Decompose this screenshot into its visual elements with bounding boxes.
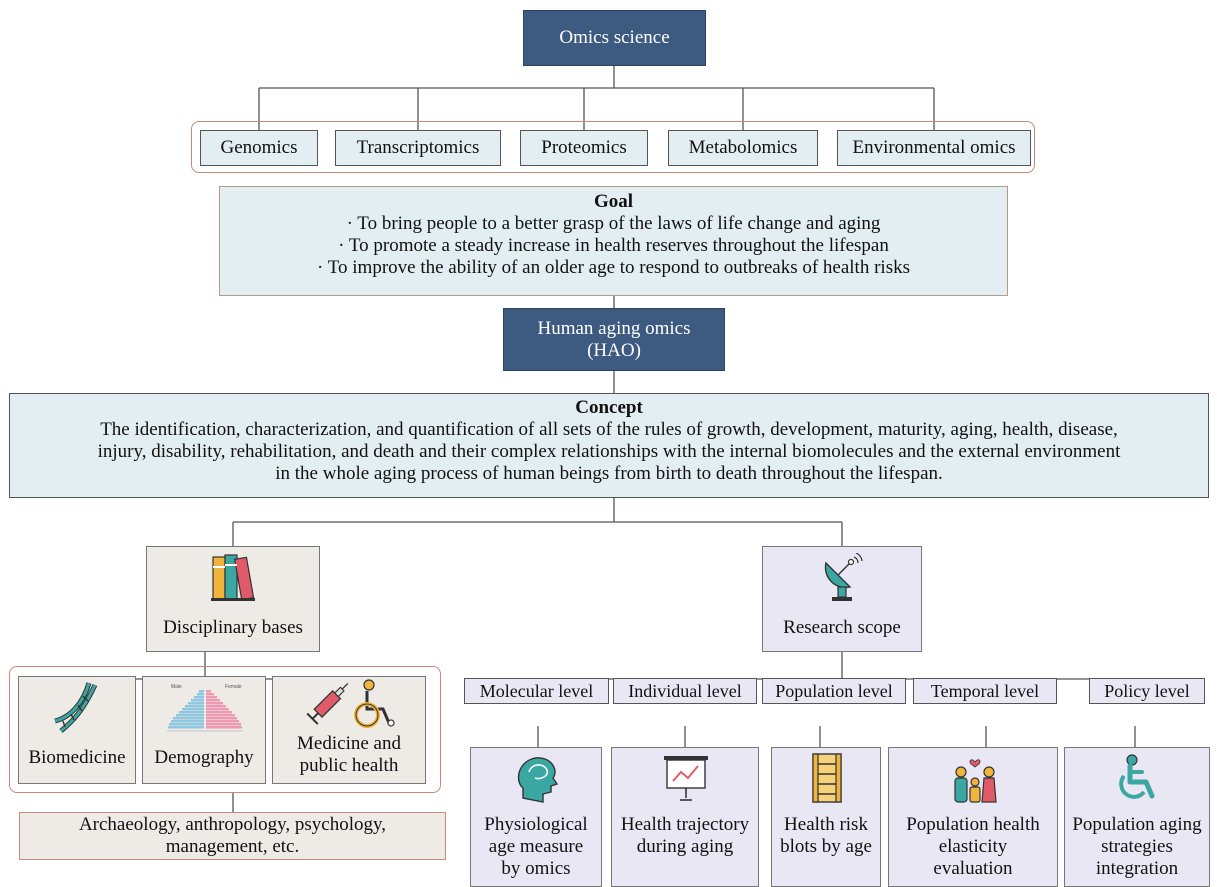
level-population-label: Population level [775,680,893,701]
medicine-public-health-line2: public health [299,755,399,776]
goal-item: · To improve the ability of an older age… [317,257,910,278]
biomedicine-card: Biomedicine [18,676,136,784]
medicine-public-health-label: Medicine and public health [273,733,425,777]
omics-proteomics: Proteomics [520,130,648,166]
pyramid-male-label: Male [171,684,182,690]
demography-card: Male Female Demography [142,676,266,784]
trend-board-icon [664,756,708,801]
head-profile-icon [517,757,559,803]
card-policy-line: Population aging [1072,814,1202,835]
card-individual-line: during aging [636,836,734,857]
omics-transcriptomics-label: Transcriptomics [356,137,480,158]
books-icon [211,554,255,601]
omics-metabolomics-label: Metabolomics [688,137,798,158]
card-temporal-line: elasticity [938,836,1008,857]
medicine-public-health-card: Medicine and public health [272,676,426,784]
other-disciplines-line2: management, etc. [165,836,300,857]
disciplinary-bases-node: Disciplinary bases [146,546,320,652]
card-policy-text: Population aging strategies integration [1065,814,1209,880]
omics-environmental-label: Environmental omics [852,137,1016,158]
card-policy: Population aging strategies integration [1064,747,1210,887]
wheelchair-icon [1119,754,1155,799]
population-pyramid-icon: Male Female [167,684,243,732]
concept-title: Concept [575,397,643,418]
other-disciplines-box: Archaeology, anthropology, psychology, m… [19,812,446,860]
level-individual: Individual level [613,678,757,704]
card-population-text: Health risk blots by age [772,814,880,858]
card-temporal-line: Population health [906,814,1040,835]
card-molecular-line: by omics [501,858,571,879]
card-individual-line: Health trajectory [620,814,750,835]
concept-line: in the whole aging process of human bein… [275,463,943,484]
disciplinary-children-frame [9,666,441,793]
hao-label-line2: (HAO) [587,339,641,361]
dna-icon [54,682,98,733]
card-temporal: Population health elasticity evaluation [888,747,1058,887]
hao-label-line1: Human aging omics [537,317,691,339]
omics-proteomics-label: Proteomics [541,137,627,158]
card-temporal-line: evaluation [933,858,1013,879]
level-molecular: Molecular level [464,678,609,704]
satellite-dish-icon [824,553,863,601]
syringe-wheelchair-icon [306,679,395,728]
medicine-public-health-line1: Medicine and [297,733,401,754]
omics-transcriptomics: Transcriptomics [335,130,501,166]
card-temporal-text: Population health elasticity evaluation [889,814,1057,880]
ladder-icon [812,753,842,803]
goal-item: · To promote a steady increase in health… [338,235,889,256]
omics-science-label: Omics science [559,27,670,48]
omics-genomics: Genomics [200,130,318,166]
card-individual: Health trajectory during aging [611,747,759,887]
concept-line: The identification, characterization, an… [100,419,1118,440]
omics-science-node: Omics science [523,10,706,66]
card-population-line: blots by age [780,836,872,857]
card-molecular: Physiological age measure by omics [470,747,602,887]
other-disciplines-line1: Archaeology, anthropology, psychology, [78,814,387,835]
research-scope-node: Research scope [762,546,922,652]
goal-box: Goal · To bring people to a better grasp… [219,186,1008,296]
pyramid-female-label: Female [225,684,242,690]
goal-item: · To bring people to a better grasp of t… [346,213,881,234]
level-molecular-label: Molecular level [479,680,594,701]
card-population-line: Health risk [784,814,868,835]
omics-metabolomics: Metabolomics [668,130,818,166]
omics-environmental: Environmental omics [837,130,1031,166]
card-individual-text: Health trajectory during aging [612,814,758,858]
family-icon [954,759,997,803]
biomedicine-label: Biomedicine [28,747,126,768]
omics-genomics-label: Genomics [220,137,298,158]
level-temporal-label: Temporal level [930,680,1040,701]
disciplinary-bases-label: Disciplinary bases [163,617,303,638]
level-policy-label: Policy level [1104,680,1190,701]
omics-group-frame [191,121,1035,173]
card-policy-line: strategies [1101,836,1173,857]
level-population: Population level [762,678,906,704]
card-population: Health risk blots by age [771,747,881,887]
card-molecular-text: Physiological age measure by omics [471,814,601,880]
level-individual-label: Individual level [628,680,742,701]
card-molecular-line: age measure [488,836,584,857]
demography-label: Demography [154,747,254,768]
card-molecular-line: Physiological [484,814,588,835]
research-scope-label: Research scope [783,617,901,638]
concept-box: Concept The identification, characteriza… [9,393,1209,498]
card-policy-line: integration [1095,858,1179,879]
level-policy: Policy level [1089,678,1205,704]
concept-line: injury, disability, rehabilitation, and … [97,441,1121,462]
level-temporal: Temporal level [913,678,1057,704]
goal-title: Goal [593,191,634,212]
hao-node: Human aging omics (HAO) [503,308,725,371]
